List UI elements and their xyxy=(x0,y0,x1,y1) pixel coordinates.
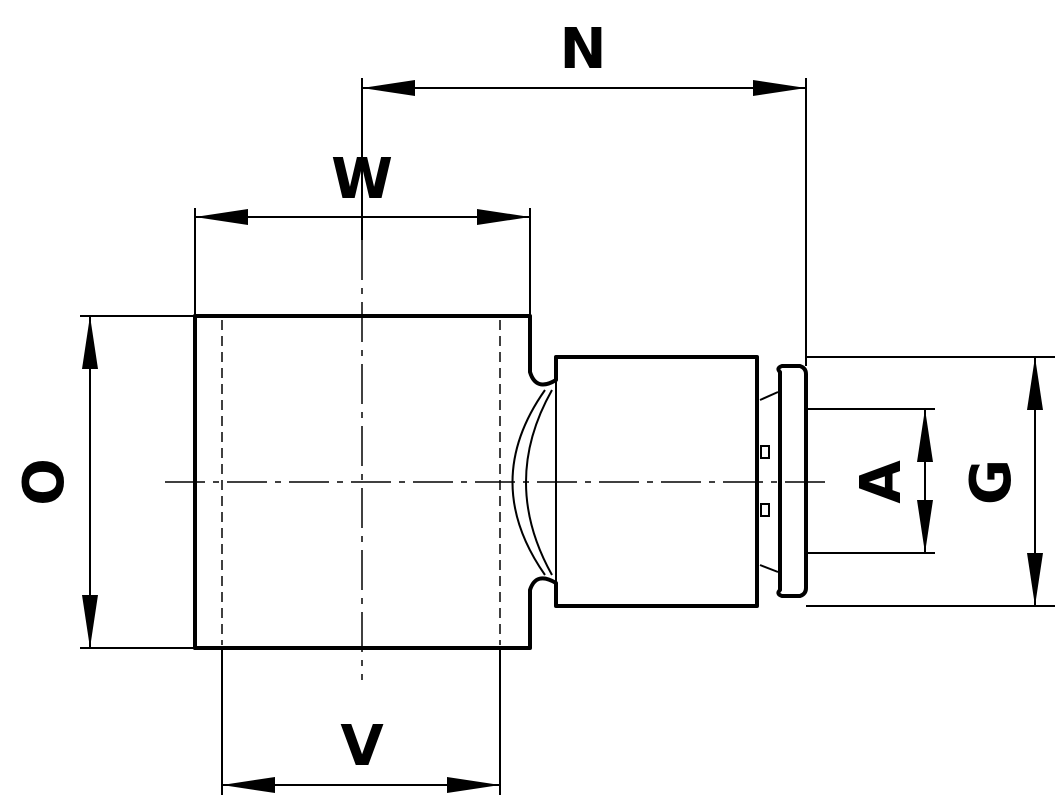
w-arrow-right xyxy=(477,209,530,225)
w-label: W xyxy=(331,147,393,212)
v-label: V xyxy=(340,714,384,779)
n-arrow-right xyxy=(753,80,806,96)
a-arrow-top xyxy=(917,409,933,462)
n-label: N xyxy=(560,17,607,82)
w-arrow-left xyxy=(195,209,248,225)
o-arrow-bottom xyxy=(82,595,98,648)
n-arrow-left xyxy=(362,80,415,96)
o-arrow-top xyxy=(82,316,98,369)
g-label: G xyxy=(959,459,1024,505)
a-label: A xyxy=(849,460,914,504)
g-arrow-bottom xyxy=(1027,553,1043,606)
collet-ring xyxy=(776,364,808,598)
v-arrow-left xyxy=(222,777,275,793)
o-label: O xyxy=(12,458,77,506)
collet-tooth-bottom xyxy=(760,503,770,517)
body-outline xyxy=(193,314,759,650)
g-arrow-top xyxy=(1027,357,1043,410)
a-arrow-bottom xyxy=(917,500,933,553)
collet-stem-top xyxy=(759,391,779,401)
collet-tooth-top xyxy=(760,445,770,459)
collet-stem-bottom xyxy=(759,564,779,573)
v-arrow-right xyxy=(447,777,500,793)
